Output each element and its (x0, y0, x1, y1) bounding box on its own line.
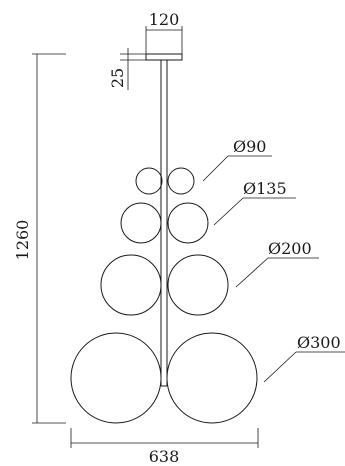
canopy-width-dimension: 120 (145, 10, 183, 55)
canopy-width-label: 120 (149, 10, 180, 29)
globe-90-left (135, 167, 163, 195)
canopy-height-label: 25 (108, 68, 127, 88)
globe-300-left (70, 332, 162, 424)
diameter-callout-300: Ø300 (263, 333, 345, 383)
diameter-callout-135: Ø135 (213, 179, 296, 226)
globes (70, 167, 258, 424)
diameter-callout-200: Ø200 (235, 239, 319, 288)
globe-90-right (167, 167, 195, 195)
diameter-label-200: Ø200 (268, 239, 312, 258)
globe-200-left (100, 254, 162, 316)
total-width-label: 638 (149, 447, 180, 466)
globe-200-right (167, 254, 229, 316)
globe-135-left (120, 202, 162, 244)
diameter-label-135: Ø135 (243, 179, 287, 198)
total-height-dimension: 1260 (13, 53, 66, 424)
diameter-label-300: Ø300 (297, 333, 341, 352)
globe-300-right (166, 332, 258, 424)
globe-135-right (167, 202, 209, 244)
canopy-plate (145, 53, 183, 61)
canopy-height-dimension: 25 (108, 48, 146, 90)
diameter-label-90: Ø90 (233, 137, 266, 156)
total-width-dimension: 638 (70, 428, 259, 466)
total-height-label: 1260 (13, 220, 32, 261)
central-rod (160, 60, 168, 387)
diameter-callout-90: Ø90 (202, 137, 272, 182)
